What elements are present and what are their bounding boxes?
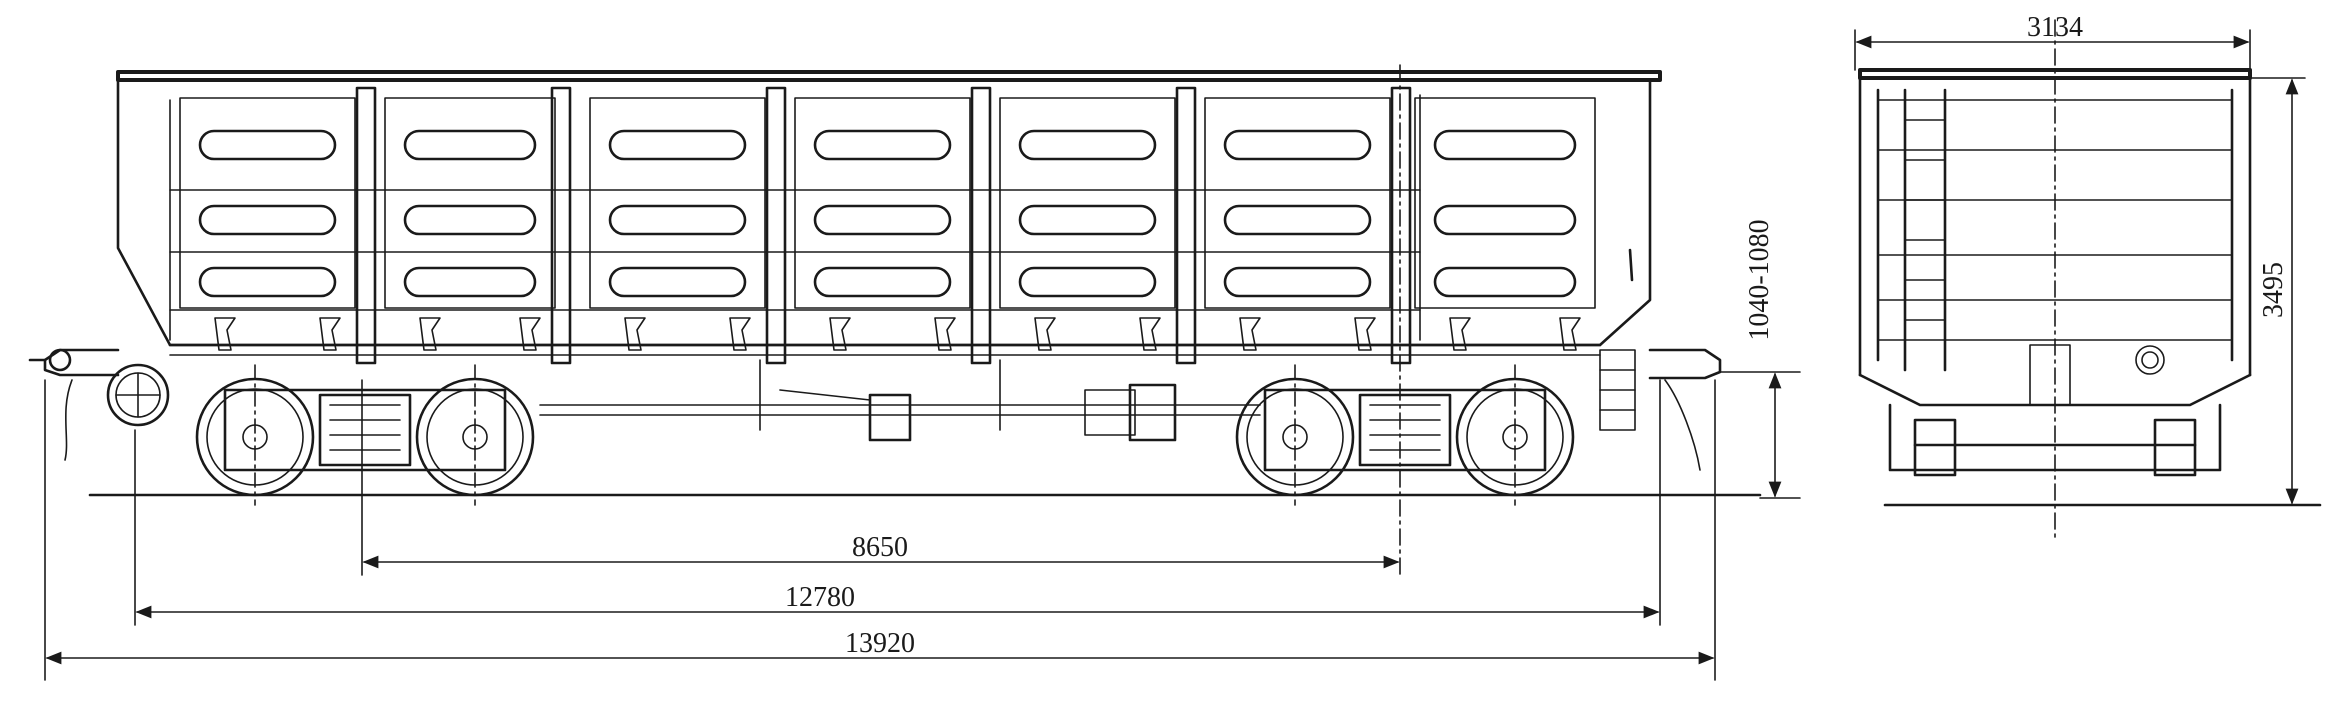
dim-coupling-axis: 12780: [785, 582, 855, 613]
side-panel: [999, 97, 1176, 309]
bogie-right: [1235, 364, 1575, 506]
panel-stiffener: [1018, 204, 1157, 236]
side-panel: [1414, 97, 1596, 309]
panel-stiffener: [1223, 204, 1372, 236]
panel-stiffener: [608, 266, 747, 298]
door-lock: [319, 317, 341, 351]
panel-stiffener: [1433, 266, 1577, 298]
panel-stiffener: [403, 129, 537, 161]
dim-bogie-centers: 8650: [852, 532, 908, 563]
panel-stiffener: [608, 129, 747, 161]
door-lock: [1239, 317, 1261, 351]
side-stake: [1390, 86, 1412, 365]
door-lock: [419, 317, 441, 351]
door-lock: [1449, 317, 1471, 351]
panel-stiffener: [813, 129, 952, 161]
door-lock: [519, 317, 541, 351]
panel-stiffener: [198, 204, 337, 236]
dim-width: 3134: [2027, 12, 2083, 43]
bogie-left: [195, 364, 535, 506]
left-coupler: [28, 348, 120, 461]
panel-stiffener: [1433, 129, 1577, 161]
dim-overall-length: 13920: [845, 628, 915, 659]
door-lock: [729, 317, 751, 351]
side-top-chord: [116, 70, 1662, 82]
dim-height: 3495: [2258, 262, 2289, 318]
hand-brake-wheel: [106, 363, 170, 427]
panel-stiffener: [1018, 129, 1157, 161]
side-stake: [550, 86, 572, 365]
door-lock: [624, 317, 646, 351]
end-view: [1858, 19, 2322, 541]
panel-stiffener: [198, 129, 337, 161]
panel-stiffener: [1433, 204, 1577, 236]
side-panel: [179, 97, 356, 309]
door-lock: [1034, 317, 1056, 351]
panel-stiffener: [608, 204, 747, 236]
door-lock: [1354, 317, 1376, 351]
side-stake: [970, 86, 992, 365]
door-lock: [934, 317, 956, 351]
side-panel: [384, 97, 556, 309]
right-coupler: [1599, 348, 1722, 471]
side-panels: [179, 86, 1596, 365]
panel-stiffener: [1223, 129, 1372, 161]
panel-stiffener: [198, 266, 337, 298]
panel-stiffener: [813, 204, 952, 236]
door-lock: [1139, 317, 1161, 351]
panel-stiffener: [403, 266, 537, 298]
door-lock: [829, 317, 851, 351]
panel-stiffener: [1018, 266, 1157, 298]
door-lock: [214, 317, 236, 351]
side-dimensions: 8650 12780 13920 1040-1080: [44, 219, 1801, 681]
side-panel: [589, 97, 766, 309]
panel-stiffener: [403, 204, 537, 236]
brake-equipment: [539, 359, 1261, 442]
panel-stiffener: [813, 266, 952, 298]
side-stake: [355, 86, 377, 365]
side-panel: [794, 97, 971, 309]
panel-stiffener: [1223, 266, 1372, 298]
door-lock: [1559, 317, 1581, 351]
dim-coupler-height: 1040-1080: [1744, 219, 1775, 340]
side-view: [28, 64, 1762, 576]
side-panel: [1204, 97, 1391, 309]
side-stake: [1175, 86, 1197, 365]
side-stake: [765, 86, 787, 365]
end-dimensions: 3134 3495: [1854, 12, 2321, 506]
